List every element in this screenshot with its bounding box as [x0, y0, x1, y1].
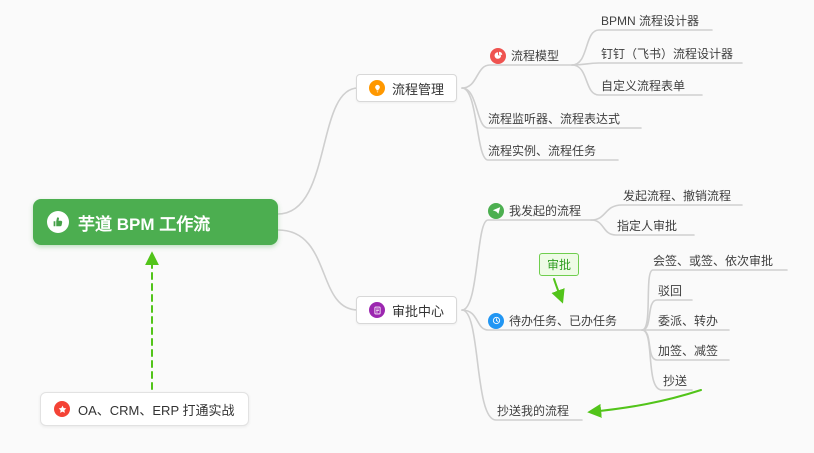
- node-label: 审批中心: [392, 303, 445, 319]
- node-todo-done-tasks[interactable]: 待办任务、已办任务: [488, 311, 617, 330]
- node-label: 流程监听器、流程表达式: [488, 112, 621, 126]
- node-cc-my-process[interactable]: 抄送我的流程: [497, 401, 569, 420]
- document-icon: [369, 302, 385, 318]
- node-assignee-approval[interactable]: 指定人审批: [617, 216, 677, 235]
- node-label: 指定人审批: [617, 219, 678, 233]
- node-listener-expression[interactable]: 流程监听器、流程表达式: [488, 109, 620, 128]
- node-start-cancel[interactable]: 发起流程、撤销流程: [623, 186, 731, 205]
- node-custom-form[interactable]: 自定义流程表单: [601, 76, 685, 95]
- node-reject[interactable]: 驳回: [658, 281, 682, 300]
- node-my-initiated[interactable]: 我发起的流程: [488, 201, 581, 220]
- node-countersign[interactable]: 会签、或签、依次审批: [653, 251, 773, 270]
- node-process-model[interactable]: 流程模型: [490, 46, 559, 65]
- node-label: 我发起的流程: [509, 204, 582, 218]
- node-label: BPMN 流程设计器: [601, 14, 700, 28]
- node-label: 钉钉（飞书）流程设计器: [601, 47, 734, 61]
- root-node[interactable]: 芋道 BPM 工作流: [33, 199, 278, 245]
- node-label: 流程管理: [392, 81, 445, 97]
- lightbulb-icon: [369, 80, 385, 96]
- node-process-management[interactable]: 流程管理: [356, 74, 458, 102]
- node-label: 自定义流程表单: [601, 79, 686, 93]
- node-label: 抄送: [663, 374, 688, 388]
- node-bpmn-designer[interactable]: BPMN 流程设计器: [601, 11, 699, 30]
- root-label: 芋道 BPM 工作流: [78, 214, 211, 234]
- node-add-remove-sign[interactable]: 加签、减签: [658, 341, 718, 360]
- node-label: 驳回: [658, 284, 683, 298]
- node-label: 发起流程、撤销流程: [623, 189, 732, 203]
- approval-tag-label: 审批: [547, 258, 572, 272]
- node-label: 待办任务、已办任务: [509, 314, 618, 328]
- node-instance-task[interactable]: 流程实例、流程任务: [488, 141, 596, 160]
- node-delegate-transfer[interactable]: 委派、转办: [658, 311, 718, 330]
- node-label: 流程模型: [511, 49, 560, 63]
- clock-icon: [488, 312, 504, 329]
- practice-note[interactable]: OA、CRM、ERP 打通实战: [40, 392, 249, 426]
- node-label: 流程实例、流程任务: [488, 144, 597, 158]
- node-label: 抄送我的流程: [497, 404, 570, 418]
- node-label: 加签、减签: [658, 344, 719, 358]
- thumbs-up-icon: [47, 211, 69, 233]
- node-cc[interactable]: 抄送: [663, 371, 687, 390]
- node-label: 会签、或签、依次审批: [653, 254, 774, 268]
- node-dingtalk-designer[interactable]: 钉钉（飞书）流程设计器: [601, 44, 733, 63]
- node-approval-center[interactable]: 审批中心: [356, 296, 458, 324]
- practice-note-label: OA、CRM、ERP 打通实战: [78, 402, 235, 418]
- approval-tag[interactable]: 审批: [539, 253, 580, 276]
- cc-relation-arrow: [587, 389, 702, 418]
- star-icon: [54, 401, 70, 417]
- node-label: 委派、转办: [658, 314, 719, 328]
- paper-plane-icon: [488, 202, 504, 219]
- pie-chart-icon: [490, 47, 506, 64]
- approval-relation-arrow: [551, 278, 565, 304]
